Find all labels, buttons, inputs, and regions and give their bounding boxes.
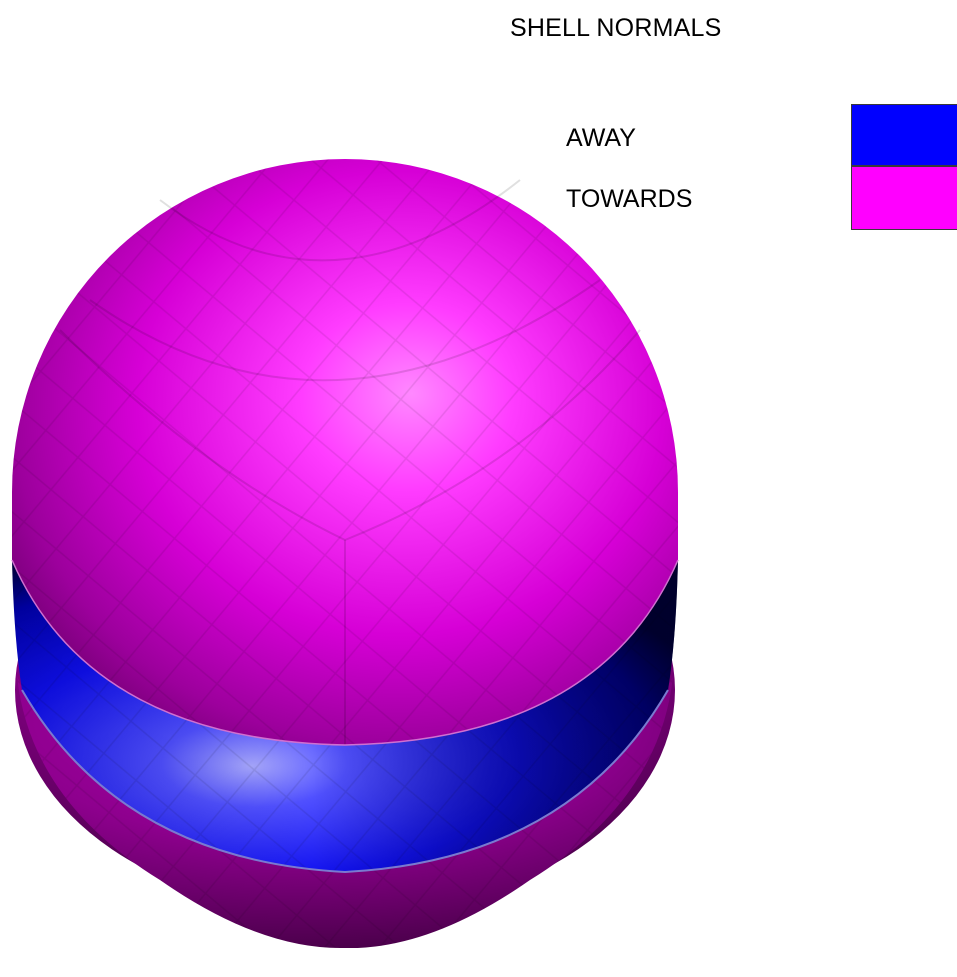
legend-swatch-away <box>851 104 957 166</box>
page-title: SHELL NORMALS <box>510 14 722 42</box>
legend-swatch-towards <box>851 166 957 230</box>
legend-label-away: AWAY <box>566 124 636 152</box>
legend-label-towards: TOWARDS <box>566 185 693 213</box>
